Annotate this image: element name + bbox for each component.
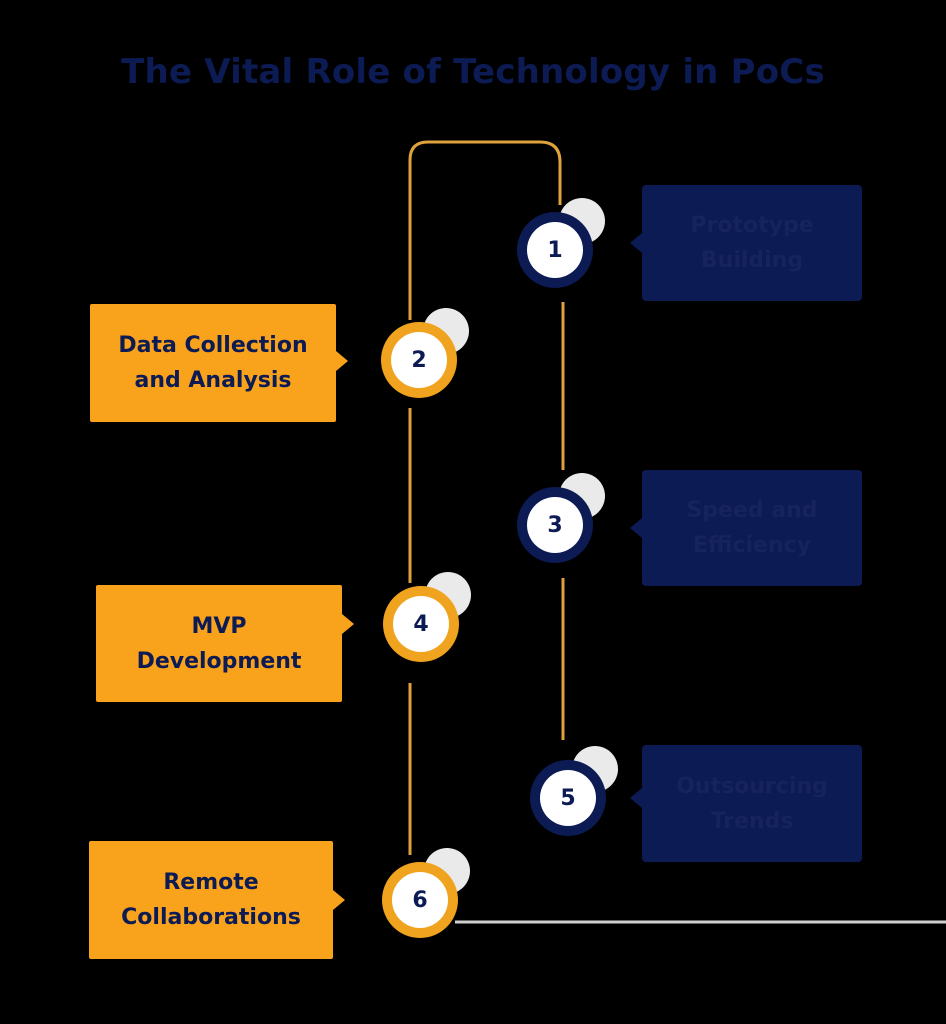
step-1-label-line-1: Prototype bbox=[690, 213, 814, 238]
diagram-title: The Vital Role of Technology in PoCs bbox=[121, 52, 825, 92]
step-4-label-line-1: MVP bbox=[191, 613, 247, 639]
step-4-number: 4 bbox=[393, 596, 449, 652]
step-2-box: Data Collection and Analysis bbox=[90, 304, 336, 422]
step-5-bubble: 5 bbox=[530, 746, 618, 836]
step-2-bubble: 2 bbox=[381, 308, 469, 398]
step-6-label-line-2: Collaborations bbox=[121, 905, 301, 930]
step-6-pointer bbox=[333, 890, 345, 910]
step-3-label-line-1: Speed and bbox=[686, 498, 818, 523]
step-6-box: Remote Collaborations bbox=[89, 841, 333, 959]
step-5-number: 5 bbox=[540, 770, 596, 826]
step-2-number: 2 bbox=[391, 332, 447, 388]
step-3-label-line-2: Efficiency bbox=[692, 533, 812, 558]
step-1-number: 1 bbox=[527, 222, 583, 278]
step-4-bubble: 4 bbox=[383, 572, 471, 662]
step-2-pointer bbox=[336, 351, 348, 371]
step-3-number: 3 bbox=[527, 497, 583, 553]
step-5-label-line-1: Outsourcing bbox=[676, 773, 828, 799]
step-5-box: Outsourcing Trends bbox=[642, 745, 862, 862]
top-loop-connector bbox=[408, 140, 562, 320]
step-3-bubble: 3 bbox=[517, 473, 605, 563]
step-5-pointer bbox=[630, 788, 642, 808]
step-5-label-line-2: Trends bbox=[710, 808, 794, 834]
step-6-number: 6 bbox=[392, 872, 448, 928]
step-3-box: Speed and Efficiency bbox=[642, 470, 862, 586]
step-2-label-line-2: and Analysis bbox=[134, 368, 292, 393]
step-4-label-line-2: Development bbox=[136, 648, 302, 674]
step-1-label-line-2: Building bbox=[700, 248, 804, 273]
step-4-box: MVP Development bbox=[96, 585, 342, 702]
step-1-bubble: 1 bbox=[517, 198, 605, 288]
step-4-pointer bbox=[342, 614, 354, 634]
step-6-bubble: 6 bbox=[382, 848, 470, 938]
step-3-pointer bbox=[630, 518, 642, 538]
step-6-label-line-1: Remote bbox=[163, 870, 259, 895]
step-2-label-line-1: Data Collection bbox=[118, 333, 308, 358]
step-1-pointer bbox=[630, 233, 642, 253]
step-1-box: Prototype Building bbox=[642, 185, 862, 301]
